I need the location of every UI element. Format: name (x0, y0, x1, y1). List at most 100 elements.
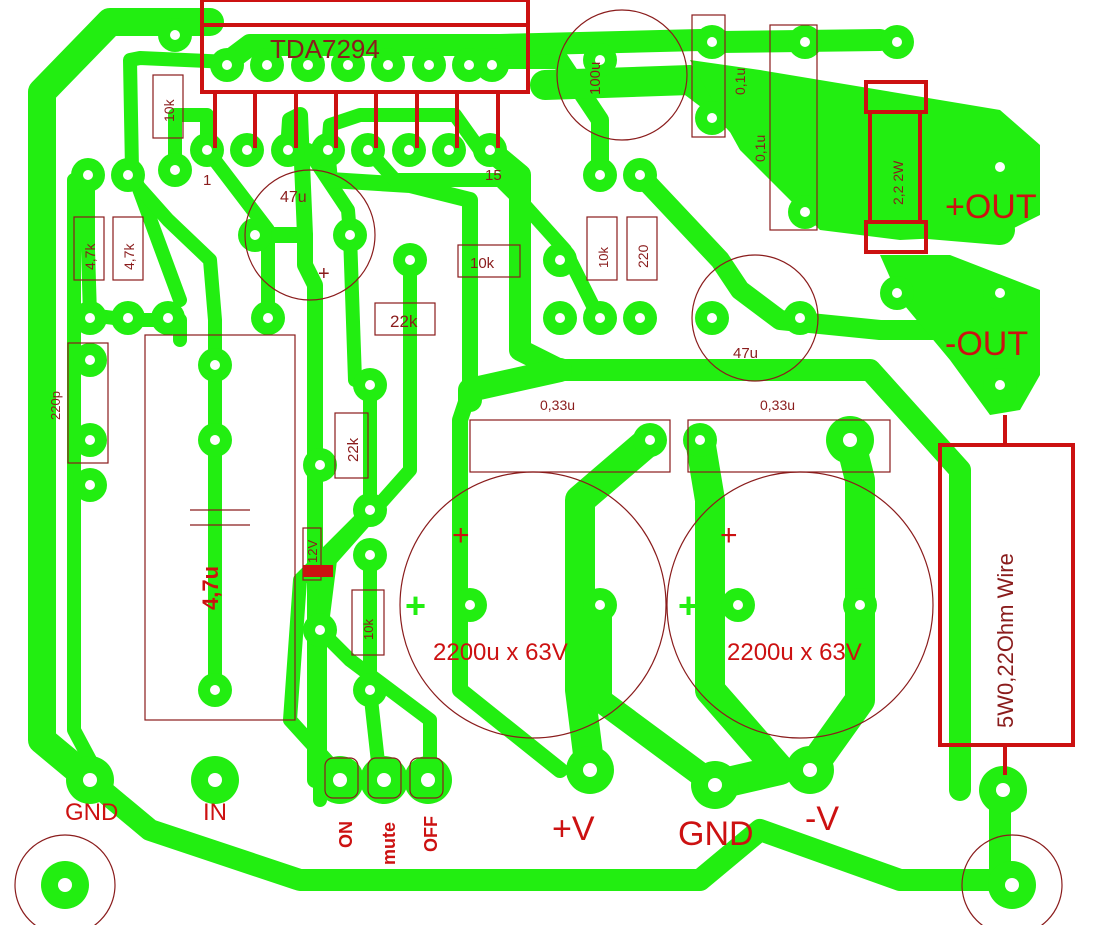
drill-hole (377, 773, 391, 787)
drill-hole (262, 60, 272, 70)
drill-hole (85, 435, 95, 445)
drill-hole (263, 313, 273, 323)
plus-mark: + (318, 263, 330, 285)
drill-hole (843, 433, 857, 447)
gnd-left-label: GND (65, 799, 118, 826)
drill-hole (800, 207, 810, 217)
drill-hole (695, 435, 705, 445)
drill-hole (85, 355, 95, 365)
drill-hole (343, 60, 353, 70)
drill-hole (210, 435, 220, 445)
c-033-b-label: 0,33u (760, 397, 795, 413)
plus-mark-b: + (720, 519, 738, 552)
drill-hole (323, 145, 333, 155)
drill-hole (210, 360, 220, 370)
in-label: IN (203, 799, 227, 826)
minus-out-label: -OUT (945, 325, 1028, 363)
drill-hole (487, 60, 497, 70)
pin-1-label: 1 (203, 172, 211, 189)
drill-hole (283, 145, 293, 155)
minus-v-label: -V (805, 800, 839, 838)
drill-hole (464, 60, 474, 70)
drill-hole (383, 60, 393, 70)
mute-label: mute (379, 822, 399, 865)
drill-hole (855, 600, 865, 610)
drill-hole (405, 255, 415, 265)
plus-mark-a: + (452, 519, 470, 552)
r-10k-v-label: 10k (361, 619, 376, 640)
c-100u-label: 100u (587, 62, 604, 95)
c-4-7u-label: 4,7u (198, 566, 223, 610)
drill-hole (85, 480, 95, 490)
drill-hole (170, 30, 180, 40)
drill-hole (996, 783, 1010, 797)
plus-mark-green-a: + (405, 585, 426, 626)
r-22k-h-label: 22k (390, 312, 418, 331)
drill-hole (795, 313, 805, 323)
drill-hole (444, 145, 454, 155)
drill-hole (995, 288, 1005, 298)
drill-hole (635, 313, 645, 323)
drill-hole (995, 162, 1005, 172)
plus-out-label: +OUT (945, 188, 1037, 226)
drill-hole (995, 380, 1005, 390)
drill-hole (595, 55, 605, 65)
drill-hole (85, 313, 95, 323)
zener-label: 12V (305, 540, 320, 563)
drill-hole (595, 313, 605, 323)
silkscreen: 10k 4,7k 4,7k 220p 47u + 10k 22k 22k 10k… (14, 9, 1075, 925)
drill-hole (123, 313, 133, 323)
r-b-label: 4,7k (121, 243, 137, 270)
r-top-label: 10k (161, 98, 177, 122)
drill-hole (58, 878, 72, 892)
drill-hole (892, 288, 902, 298)
r-10k-h-label: 10k (470, 255, 495, 272)
c-47u-r-label: 47u (733, 345, 758, 362)
drill-hole (800, 37, 810, 47)
drill-hole (163, 313, 173, 323)
on-label: ON (336, 821, 356, 848)
drill-hole (303, 60, 313, 70)
drill-hole (465, 600, 475, 610)
drill-hole (83, 773, 97, 787)
drill-hole (365, 550, 375, 560)
drill-hole (595, 600, 605, 610)
drill-hole (485, 145, 495, 155)
drill-hole (708, 778, 722, 792)
drill-hole (315, 625, 325, 635)
drill-hole (555, 255, 565, 265)
drill-hole (707, 113, 717, 123)
drill-hole (645, 435, 655, 445)
drill-hole (595, 170, 605, 180)
drill-hole (583, 763, 597, 777)
drill-hole (404, 145, 414, 155)
drill-hole (892, 37, 902, 47)
drill-hole (333, 773, 347, 787)
c-01u-b-label: 0,1u (752, 135, 768, 162)
drill-hole (250, 230, 260, 240)
ic-label: TDA7294 (270, 34, 380, 64)
drill-hole (208, 773, 222, 787)
drill-hole (170, 165, 180, 175)
pads (41, 18, 1036, 909)
drill-hole (210, 685, 220, 695)
plus-mark-green-b: + (678, 585, 699, 626)
drill-hole (123, 170, 133, 180)
c-033-a-label: 0,33u (540, 397, 575, 413)
drill-hole (345, 230, 355, 240)
ic-tda7294: TDA7294 1 15 (200, 0, 530, 189)
drill-hole (202, 145, 212, 155)
c-big-a-label: 2200u x 63V (433, 639, 568, 666)
r-out-label: 2,2 2W (890, 160, 906, 205)
drill-hole (1005, 878, 1019, 892)
drill-hole (365, 685, 375, 695)
c-47u-top-label: 47u (280, 189, 307, 206)
drill-hole (803, 763, 817, 777)
r-22k-v-label: 22k (345, 437, 362, 462)
connector-labels: GND IN ON mute OFF +V GND -V +OUT -OUT (65, 188, 1037, 865)
drill-hole (555, 313, 565, 323)
r-10k-r-label: 10k (596, 247, 611, 268)
r-5w-label: 5W0,22Ohm Wire (993, 553, 1018, 728)
drill-hole (421, 773, 435, 787)
